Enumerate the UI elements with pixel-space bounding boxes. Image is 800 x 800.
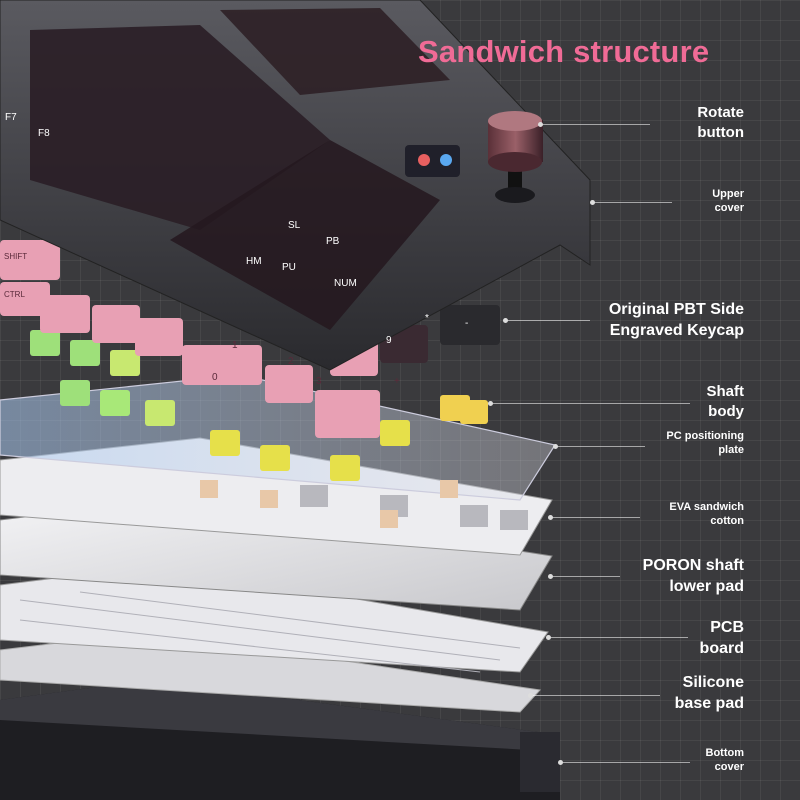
label-line: Rotate (697, 104, 744, 121)
bottom-cover (0, 680, 560, 800)
label-pc-plate: PC positioning plate (666, 429, 744, 458)
label-line: cover (714, 202, 744, 215)
label-line: Upper (712, 188, 744, 200)
label-poron: PORON shaft lower pad (643, 556, 744, 598)
callout-line-keycap (503, 318, 590, 323)
rotate-knob (488, 111, 543, 203)
label-rotate-button: Rotate button (697, 103, 744, 142)
label-line: cotton (710, 515, 744, 528)
label-eva: EVA sandwich cotton (669, 500, 744, 529)
switch-layer (30, 330, 488, 528)
label-line: Shaft (706, 383, 745, 400)
callout-line-eva (548, 515, 640, 520)
label-line: body (708, 402, 744, 420)
label-line: plate (718, 444, 744, 457)
callout-line-shaft-body (488, 401, 690, 406)
label-line: Bottom (705, 747, 745, 759)
callout-line-silicone (528, 693, 660, 698)
label-line: board (699, 639, 744, 657)
label-line: base pad (674, 694, 744, 712)
page-title: Sandwich structure (418, 34, 710, 69)
callout-line-bottom-cover (558, 760, 690, 765)
label-line: Silicone (682, 674, 744, 691)
callout-line-pc-plate (553, 444, 645, 449)
callout-line-rotate-button (538, 122, 650, 127)
label-line: cover (714, 761, 744, 774)
label-line: EVA sandwich (669, 501, 744, 513)
callout-line-pcb (546, 635, 688, 640)
label-line: Engraved Keycap (609, 321, 744, 339)
upper-cover (0, 0, 591, 371)
label-bottom-cover: Bottom cover (706, 746, 745, 775)
label-line: PORON shaft (642, 557, 744, 574)
label-line: Original PBT Side (608, 301, 744, 318)
label-keycap: Original PBT Side Engraved Keycap (609, 300, 744, 342)
label-shaft-body: Shaft body (707, 382, 745, 421)
callout-line-upper-cover (590, 200, 672, 205)
label-line: PCB (710, 619, 744, 636)
label-line: PC positioning (666, 430, 744, 442)
label-upper-cover: Upper cover (712, 187, 744, 216)
label-line: lower pad (669, 577, 744, 595)
label-silicone: Silicone base pad (675, 673, 744, 715)
label-pcb: PCB board (700, 618, 744, 660)
callout-line-poron (548, 574, 620, 579)
label-line: button (697, 123, 744, 141)
